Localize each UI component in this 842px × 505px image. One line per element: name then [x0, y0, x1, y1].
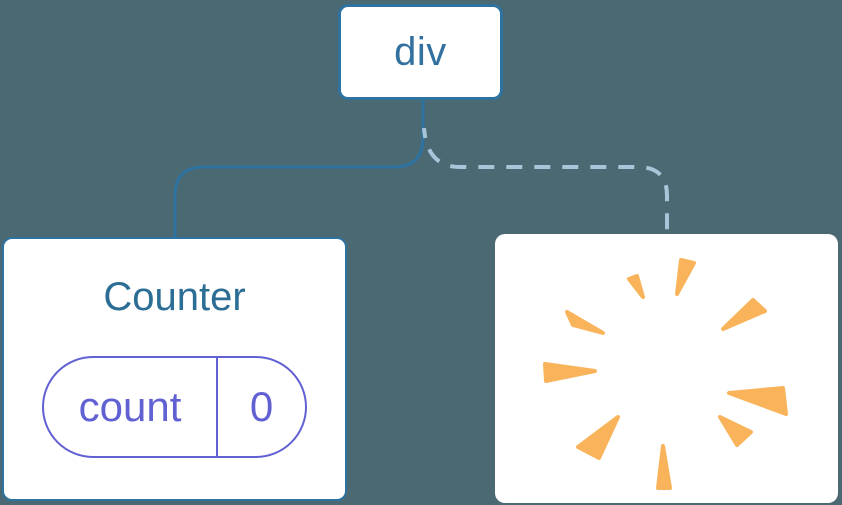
- state-pill: count 0: [42, 356, 307, 458]
- root-node: div: [338, 4, 503, 100]
- state-pill-name: count: [44, 358, 218, 456]
- counter-node: Counter count 0: [2, 237, 347, 501]
- removed-node: [495, 234, 838, 503]
- poof-burst-icon: [543, 258, 788, 490]
- counter-title: Counter: [103, 275, 246, 319]
- connector-solid-line: [173, 100, 425, 237]
- connector-dashed-line: [422, 127, 669, 234]
- state-pill-value: 0: [249, 383, 274, 430]
- root-node-label: div: [394, 29, 447, 74]
